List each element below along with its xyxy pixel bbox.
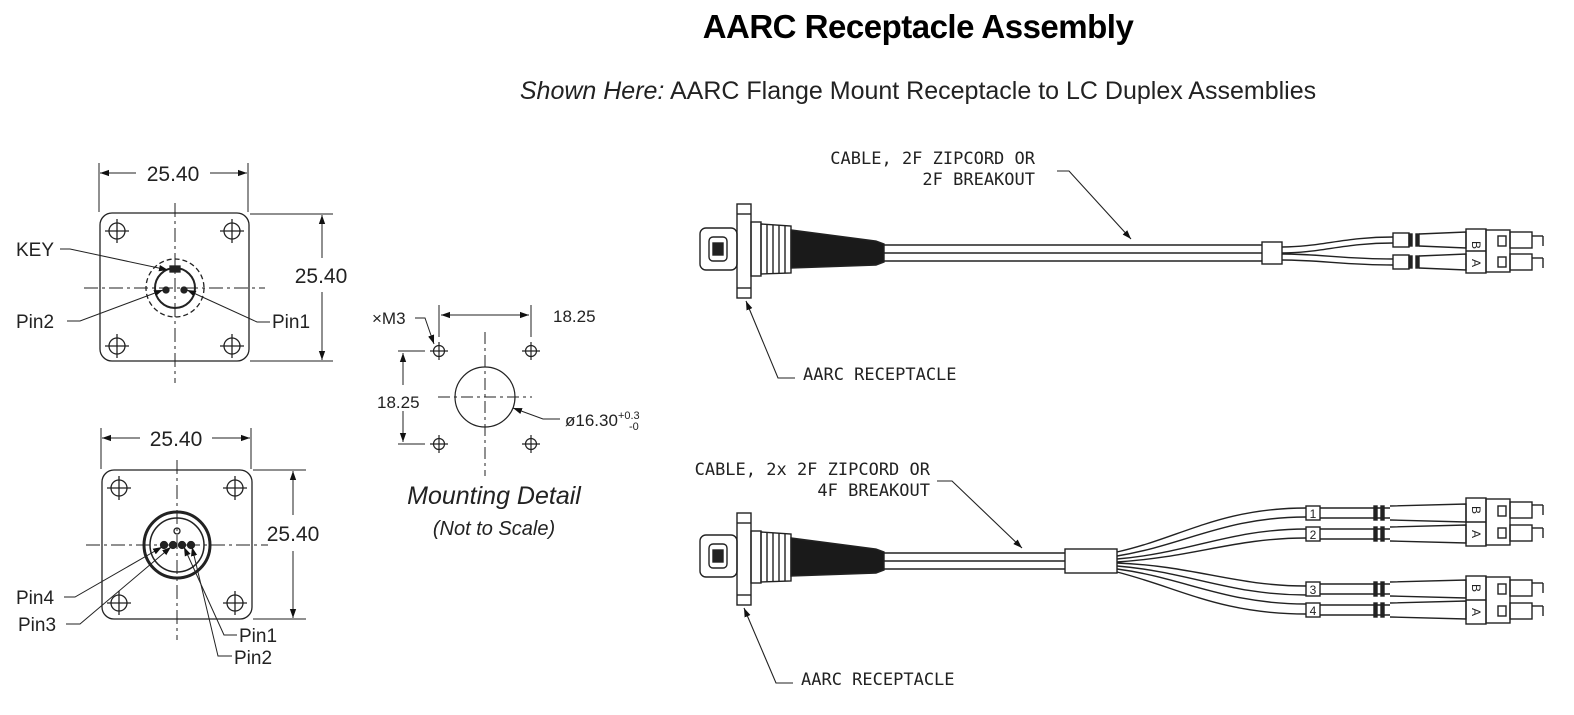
top-dim-width: 25.40 (147, 163, 200, 186)
bottom-dim-width: 25.40 (150, 428, 203, 451)
m3-hole-label: ×M3 (372, 309, 406, 328)
leg-4 (1305, 600, 1467, 620)
bottom-cable-label-line2: 4F BREAKOUT (817, 481, 930, 501)
page-subtitle: Shown Here: AARC Flange Mount Receptacle… (0, 77, 1574, 106)
cable-boot (790, 229, 885, 269)
mount-hole (220, 219, 244, 243)
top-pin1-label: Pin1 (272, 312, 310, 333)
cutout-diameter-value: ø16.30 (565, 411, 618, 430)
cutout-diameter: ø16.30+0.3 (565, 410, 640, 430)
top-lc-letter-a: A (1469, 259, 1483, 267)
top-cable-label-line1: CABLE, 2F ZIPCORD OR (830, 149, 1035, 169)
bottom-lc-letter-b-upper: B (1469, 506, 1483, 514)
lc-duplex-clip (1465, 228, 1544, 274)
leg-number-1: 1 (1310, 507, 1317, 521)
mount-hole (107, 591, 131, 615)
top-lc-letter-b: B (1469, 241, 1483, 249)
lc-connector-upper (1392, 231, 1467, 249)
m3-hole (522, 342, 540, 360)
bottom-pin1-label: Pin1 (239, 626, 277, 647)
mount-hole (223, 591, 247, 615)
top-receptacle-label: AARC RECEPTACLE (803, 365, 957, 385)
leg-number-4: 4 (1310, 604, 1317, 618)
leg-3 (1305, 579, 1467, 599)
mount-hole (107, 476, 131, 500)
bottom-pin4-label: Pin4 (16, 588, 54, 609)
leg-1 (1305, 503, 1467, 523)
lc-connector-lower (1392, 253, 1467, 271)
m3-hole (522, 435, 540, 453)
bottom-pin3-label: Pin3 (18, 615, 56, 636)
mount-hole (105, 219, 129, 243)
m3-hole (430, 342, 448, 360)
top-pin2-label: Pin2 (16, 312, 54, 333)
top-cable-label-line2: 2F BREAKOUT (922, 170, 1035, 190)
assembly-bottom (699, 480, 1544, 684)
cutout-tolerance-plus: +0.3 (618, 410, 640, 422)
bottom-dim-height: 25.40 (267, 523, 320, 546)
lc-duplex-clip-upper (1465, 497, 1544, 547)
bottom-flange-view (64, 428, 306, 657)
breakout-sleeve (1064, 548, 1118, 574)
bottom-cable-label-line1: CABLE, 2x 2F ZIPCORD OR (695, 460, 931, 480)
mounting-detail-note: (Not to Scale) (433, 518, 555, 540)
m3-hole (430, 435, 448, 453)
breakout-sleeve (1261, 241, 1283, 265)
bottom-receptacle-label: AARC RECEPTACLE (801, 670, 955, 690)
bottom-lc-letter-a-upper: A (1469, 530, 1483, 538)
mount-dim-vertical: 18.25 (377, 393, 420, 412)
bottom-lc-letter-a-lower: A (1469, 608, 1483, 616)
top-dim-height: 25.40 (295, 265, 348, 288)
subtitle-text: AARC Flange Mount Receptacle to LC Duple… (669, 77, 1317, 105)
assembly-top (699, 170, 1544, 379)
cutout-tolerance-minus: -0 (629, 421, 639, 433)
mount-hole (223, 476, 247, 500)
subtitle-lead: Shown Here: (519, 77, 665, 105)
bottom-pin2-label: Pin2 (234, 648, 272, 669)
mounting-detail-caption: Mounting Detail (407, 482, 582, 510)
leg-number-2: 2 (1310, 528, 1317, 542)
mounting-detail (398, 305, 560, 476)
cable-boot (790, 537, 885, 577)
mount-hole (105, 334, 129, 358)
top-flange-view (60, 163, 333, 383)
page-title: AARC Receptacle Assembly (702, 8, 1134, 45)
aarc-receptacle (699, 203, 885, 299)
leg-2 (1305, 524, 1467, 544)
bottom-lc-letter-b-lower: B (1469, 584, 1483, 592)
leg-number-3: 3 (1310, 583, 1317, 597)
aarc-receptacle (699, 512, 885, 606)
mount-dim-horizontal: 18.25 (553, 307, 596, 326)
key-label: KEY (16, 240, 54, 261)
lc-duplex-clip-lower (1465, 575, 1544, 625)
mount-hole (220, 334, 244, 358)
